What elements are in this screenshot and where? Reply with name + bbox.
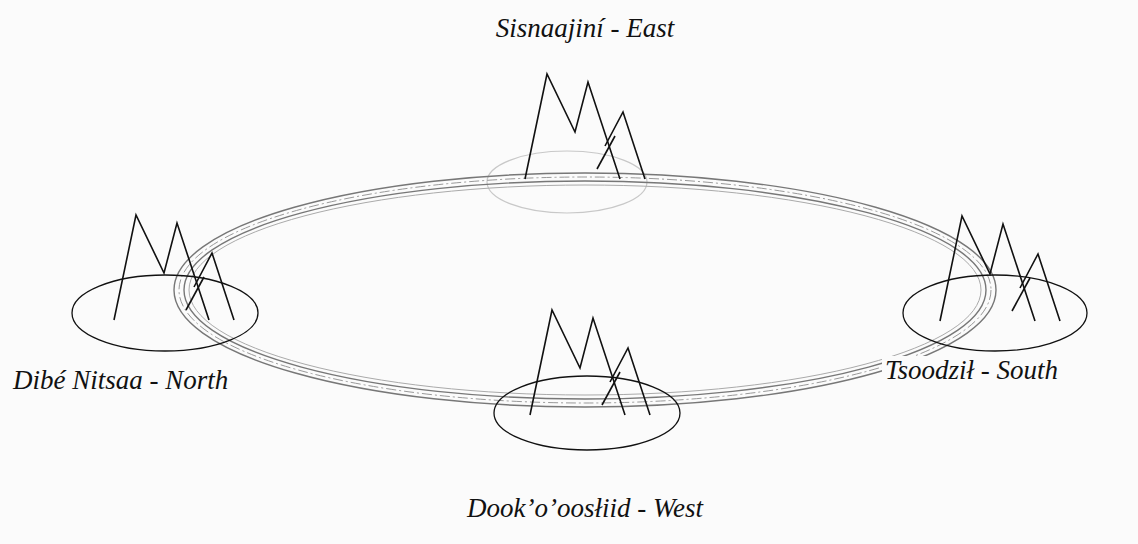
north-mountain bbox=[114, 215, 234, 320]
mountain-ring bbox=[174, 173, 996, 407]
mountain-label: Dook’o’oosłiid - West bbox=[464, 494, 706, 524]
west-mountain bbox=[530, 310, 650, 415]
west-ellipse bbox=[494, 376, 680, 450]
mountain-label: Dibé Nitsaa - North bbox=[10, 366, 231, 396]
south-ellipse bbox=[903, 275, 1087, 351]
south-mountain bbox=[940, 216, 1060, 321]
mountain-label: Tsoodził - South bbox=[882, 356, 1061, 386]
north-ellipse bbox=[72, 275, 258, 351]
mountain-label: Sisnaajiní - East bbox=[493, 14, 678, 44]
east-mountain bbox=[525, 74, 645, 179]
